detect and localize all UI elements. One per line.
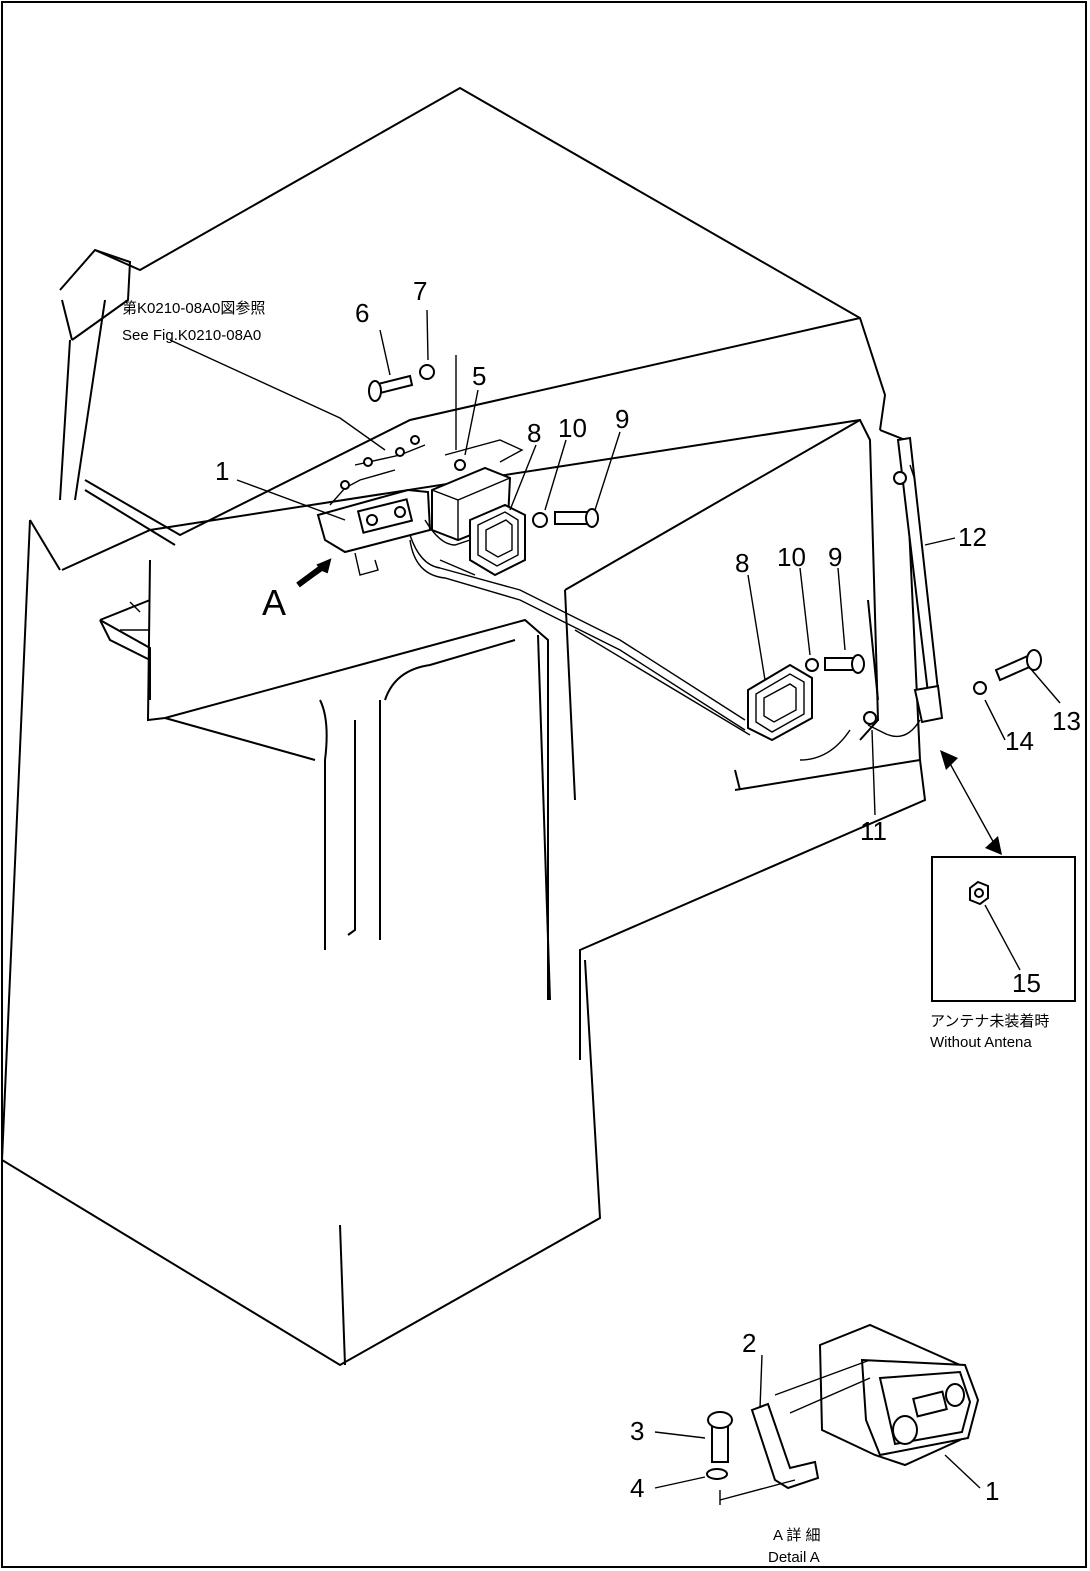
roof-connectors (340, 435, 466, 490)
bolt-13 (994, 649, 1042, 682)
callout-9-left: 9 (615, 404, 629, 434)
callout-14: 14 (1005, 726, 1034, 756)
view-arrow-a (296, 558, 332, 588)
callout-4: 4 (630, 1473, 644, 1503)
inset-caption-jp: アンテナ未装着時 (930, 1013, 1049, 1030)
bolt-9-right (824, 654, 865, 674)
antenna (799, 436, 944, 761)
callout-2: 2 (742, 1328, 756, 1358)
callout-6: 6 (355, 298, 369, 328)
washer-14 (973, 681, 987, 695)
callout-3: 3 (630, 1416, 644, 1446)
speaker-right (747, 663, 813, 742)
callout-5: 5 (472, 361, 486, 391)
callout-1: 1 (215, 456, 229, 486)
washer-10-right (805, 658, 819, 672)
bolt-6 (368, 374, 414, 402)
washer-7 (419, 364, 435, 380)
callout-12: 12 (958, 522, 987, 552)
reference-note-jp: 第K0210-08A0図参照 (122, 299, 265, 317)
wiring-harness (409, 519, 751, 736)
bolt-9-left (554, 508, 599, 528)
leader-lines (169, 309, 1061, 855)
callout-10-right: 10 (777, 542, 806, 572)
detail-a (654, 1323, 981, 1505)
reference-note-en: See Fig.K0210-08A0 (122, 327, 261, 344)
detail-caption-en: Detail A (768, 1549, 820, 1566)
callout-7: 7 (413, 276, 427, 306)
inset-without-antenna (931, 856, 1076, 1002)
washer-10-left (532, 512, 548, 528)
callout-13: 13 (1052, 706, 1081, 736)
callout-8-right: 8 (735, 548, 749, 578)
callout-8-left: 8 (527, 418, 541, 448)
cab-outline (0, 86, 927, 1367)
callout-11: 11 (860, 816, 887, 846)
callout-1-detail: 1 (985, 1476, 999, 1506)
callout-9-right: 9 (828, 542, 842, 572)
callout-10-left: 10 (558, 413, 587, 443)
speaker-left (469, 503, 526, 577)
detail-caption-jp: A 詳 細 (773, 1527, 821, 1544)
view-arrow-label: A (262, 582, 286, 623)
inset-caption-en: Without Antena (930, 1034, 1032, 1051)
callout-15: 15 (1012, 968, 1041, 998)
radio-unit-main (316, 444, 432, 576)
